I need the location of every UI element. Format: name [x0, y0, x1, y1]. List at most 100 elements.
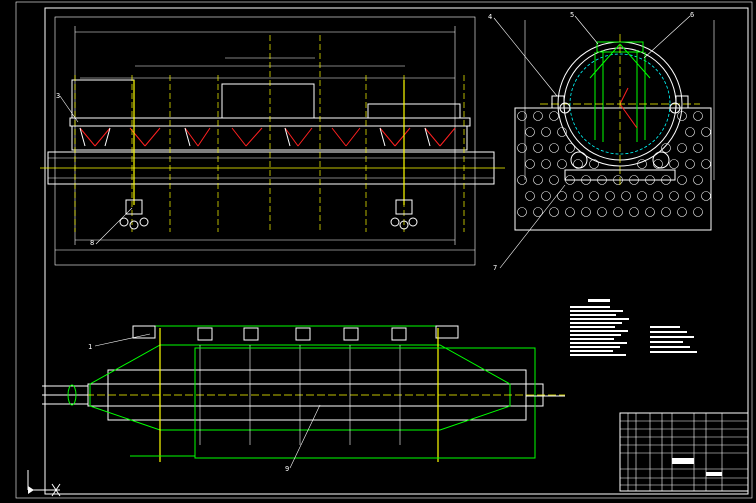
foundation-cell [701, 191, 711, 201]
foundation-cell [677, 175, 687, 185]
balloon-label: 7 [493, 264, 497, 272]
drive-unit [132, 325, 156, 339]
outer-frame [15, 1, 753, 499]
notes-line [650, 331, 687, 333]
title-stamp [672, 458, 694, 464]
foundation-cell [525, 191, 535, 201]
notes-line [650, 346, 690, 348]
foundation-cell [549, 143, 559, 153]
scale-label [706, 472, 722, 476]
foundation-cell [693, 175, 703, 185]
foundation-cell [613, 207, 623, 217]
balloon-label: 3 [56, 92, 60, 100]
foundation-cell [597, 207, 607, 217]
foundation-cell [685, 127, 695, 137]
foundation-cell [661, 207, 671, 217]
balloon-label: 5 [570, 11, 574, 19]
foundation-cell [549, 111, 559, 121]
foundation-cell [637, 191, 647, 201]
balloon-label: 9 [285, 465, 289, 473]
foundation-cell [677, 207, 687, 217]
foundation-cell [517, 111, 527, 121]
notes-line [650, 351, 697, 353]
notes-line [650, 336, 694, 338]
plan-dim-box [194, 347, 536, 459]
front-centerlines [74, 35, 465, 232]
bearing-stand-left [119, 199, 149, 230]
notes-line [570, 350, 613, 352]
front-view-dim-frame-outer [54, 16, 476, 266]
foundation-cell [541, 127, 551, 137]
title-block-frame [619, 412, 749, 492]
foundation-cell [549, 207, 559, 217]
foundation-cell [533, 143, 543, 153]
notes-line [650, 326, 680, 328]
support-roller [652, 151, 670, 169]
foundation-cell [589, 191, 599, 201]
tire-clamp [551, 95, 565, 109]
foundation-cell [533, 111, 543, 121]
notes-line [650, 341, 683, 343]
foundation-cell [557, 191, 567, 201]
foundation-cell [661, 143, 671, 153]
rotation-marker [619, 103, 638, 129]
drive-unit [435, 325, 459, 339]
inlet-pipes [42, 384, 88, 406]
front-view: 3 8 [40, 16, 505, 266]
hopper-box [71, 79, 135, 119]
foundation-honeycomb [517, 111, 711, 217]
tire-clamp [675, 95, 689, 109]
foundation-cell [685, 159, 695, 169]
truss-bracing [79, 127, 456, 147]
leader-line [643, 15, 691, 59]
foundation-cell [557, 127, 567, 137]
foundation-cell [677, 143, 687, 153]
notes-line [570, 334, 621, 336]
notes-line [570, 326, 615, 328]
leader-line [95, 207, 133, 245]
foundation-cell [701, 127, 711, 137]
notes-line [570, 338, 614, 340]
notes-block-right [650, 326, 697, 353]
hopper-box [367, 103, 461, 119]
foundation-cell [669, 159, 679, 169]
leader-line [289, 404, 321, 469]
foundation-cell [677, 111, 687, 121]
foundation-block [514, 107, 712, 231]
foundation-cell [669, 191, 679, 201]
roller-base [564, 169, 676, 181]
foundation-cell [701, 159, 711, 169]
leader-line [94, 333, 151, 347]
leader-line [499, 184, 566, 269]
foundation-cell [685, 191, 695, 201]
notes-line [570, 310, 623, 312]
foundation-cell [517, 207, 527, 217]
notes-line [570, 322, 622, 324]
leader-line [574, 15, 599, 45]
plan-view: 1 9 [42, 325, 565, 473]
foundation-cell [645, 207, 655, 217]
notes-title [588, 299, 610, 302]
foundation-cell [605, 191, 615, 201]
foundation-cell [541, 159, 551, 169]
balloon-label: 6 [690, 11, 694, 19]
foundation-cell [573, 159, 583, 169]
foundation-cell [533, 175, 543, 185]
notes-line [570, 342, 627, 344]
plan-drum-taper [89, 344, 511, 431]
balloon-label: 8 [90, 239, 94, 247]
foundation-cell [693, 143, 703, 153]
foundation-cell [653, 191, 663, 201]
notes-line [570, 354, 626, 356]
support-roller [570, 151, 588, 169]
foundation-cell [533, 207, 543, 217]
foundation-cell [549, 175, 559, 185]
inner-frame [44, 7, 749, 495]
plan-inner-bands [199, 345, 401, 445]
foundation-cell [621, 191, 631, 201]
balloon-label: 1 [88, 343, 92, 351]
technical-notes [570, 299, 697, 356]
notes-line [570, 314, 616, 316]
